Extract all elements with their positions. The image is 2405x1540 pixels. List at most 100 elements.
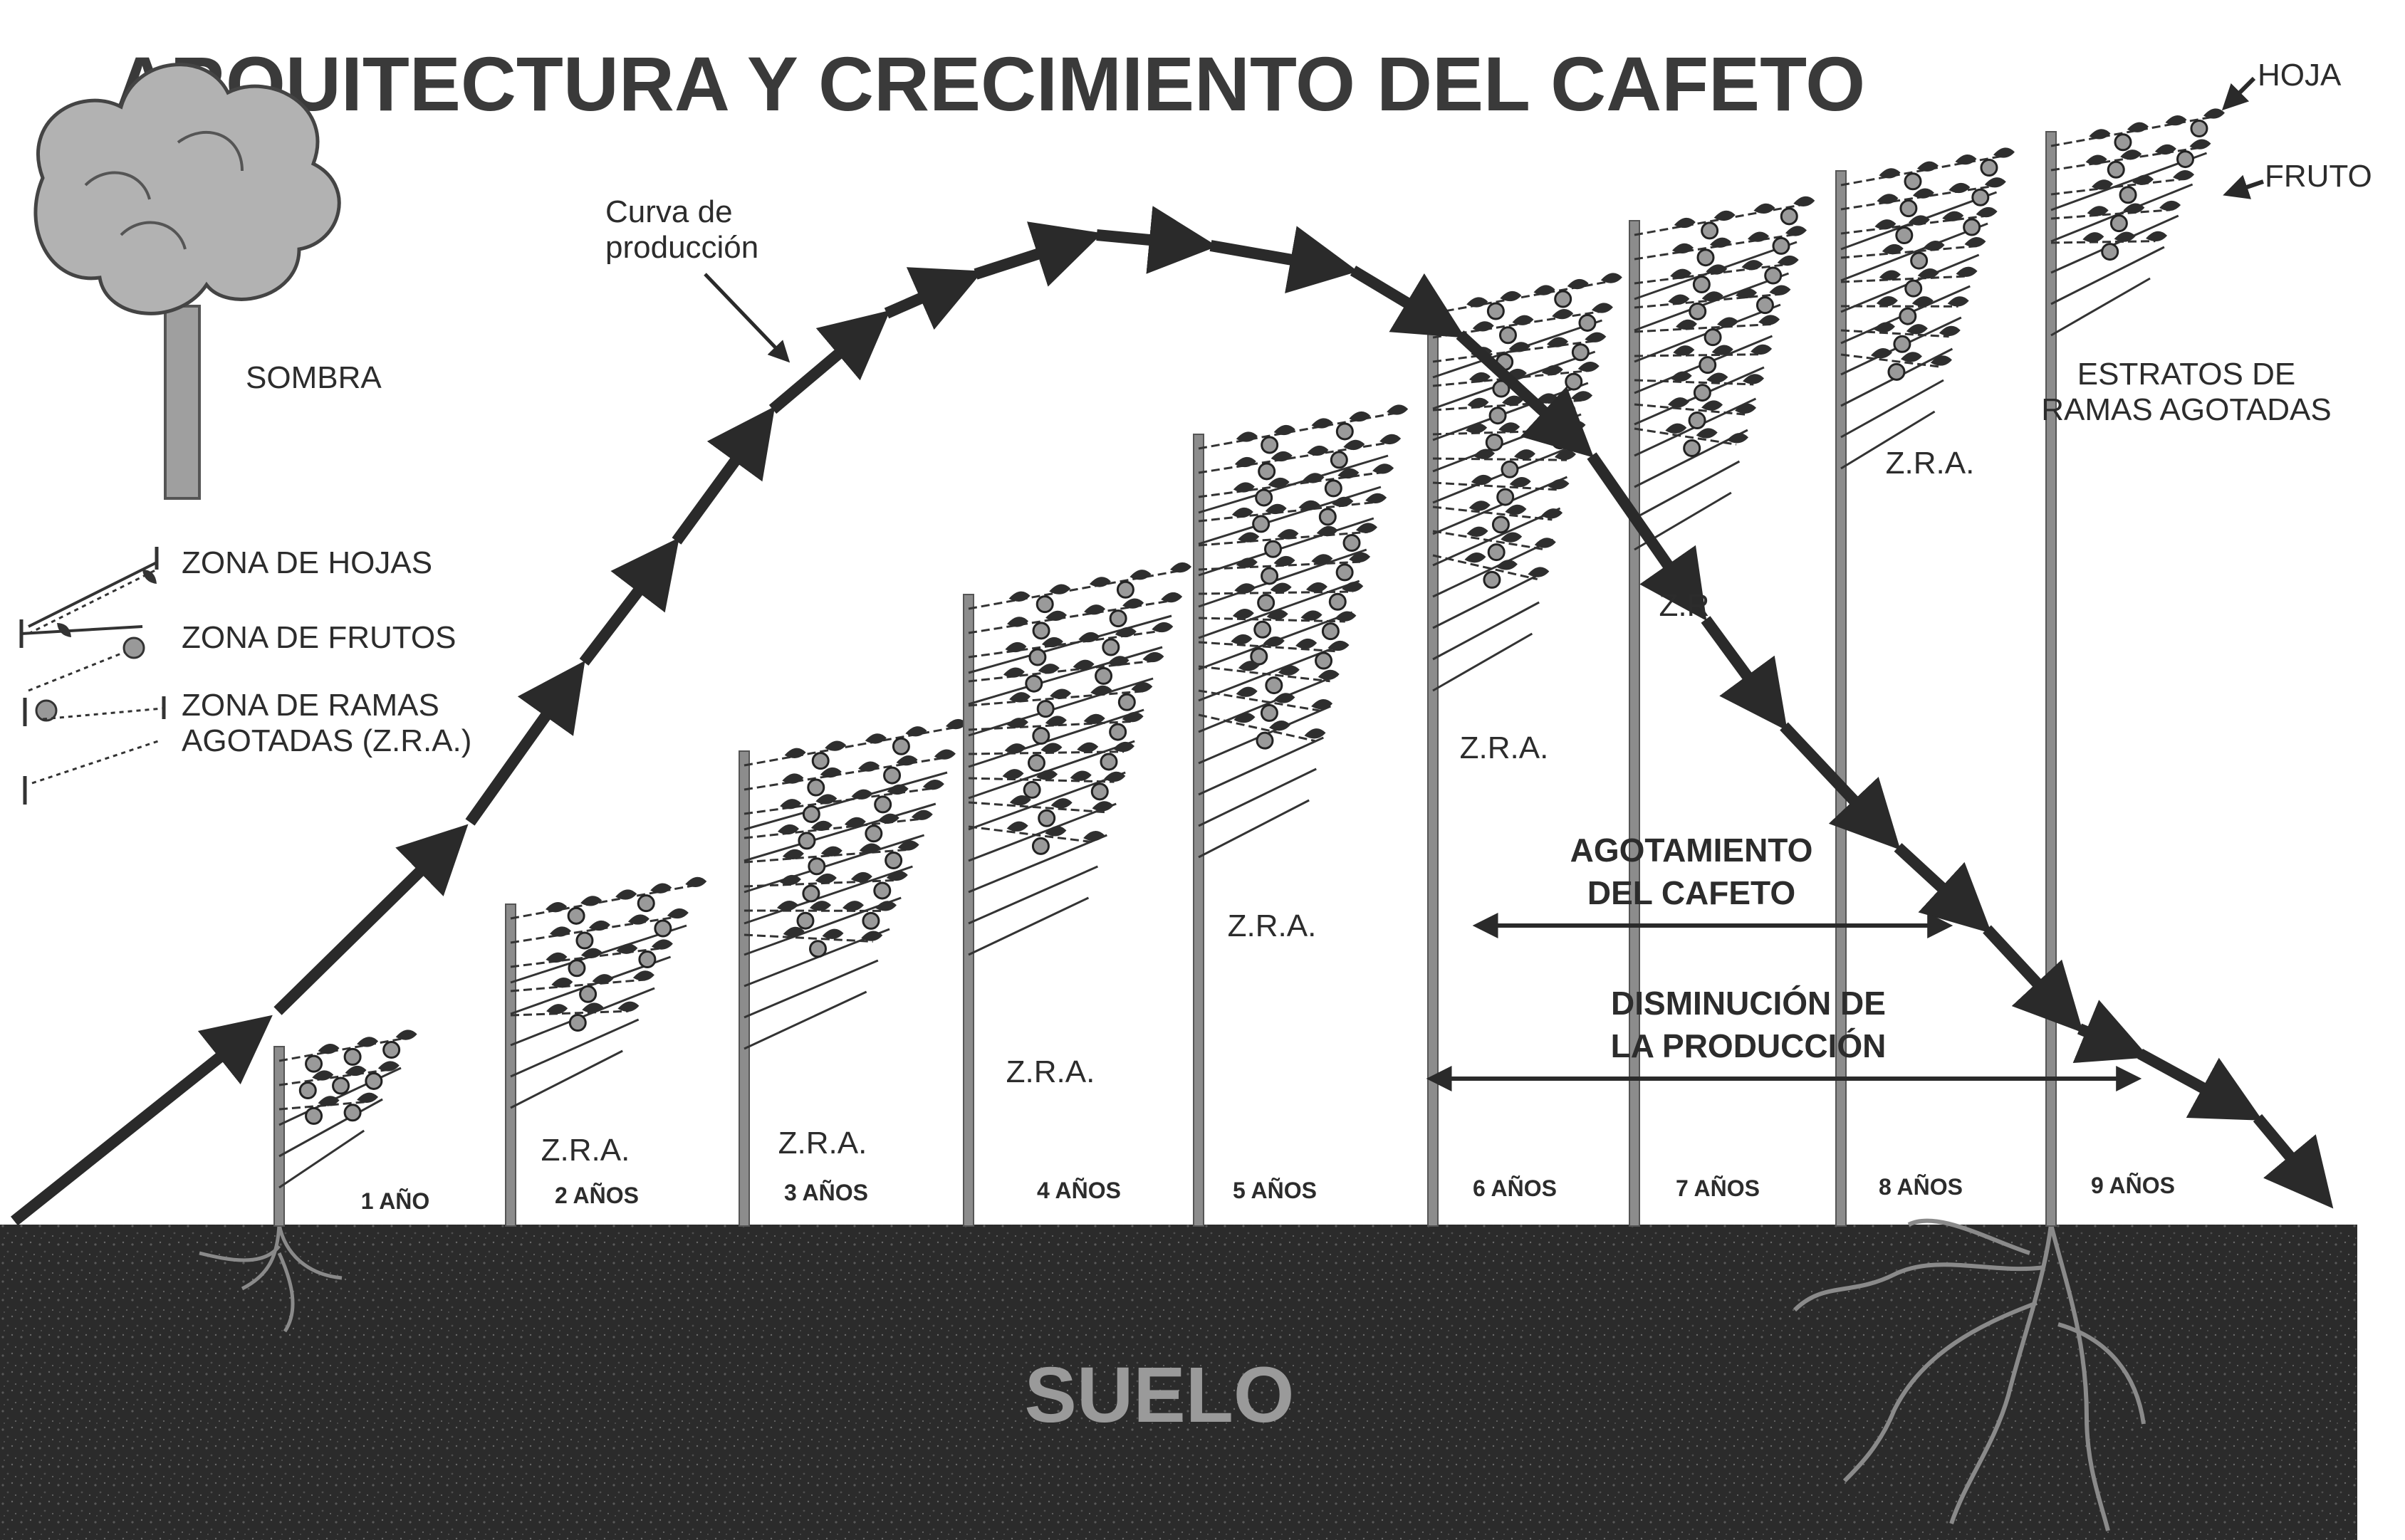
soil [0,1225,2357,1540]
leaf-icon [345,1065,367,1077]
leaf-icon [1882,243,1904,255]
fruit-icon [1100,753,1118,771]
leaf-icon [1122,711,1144,723]
branch [1198,674,1339,733]
leaf-icon [1793,196,1815,206]
leaf-icon [1170,562,1192,573]
leaf-icon [1673,345,1695,356]
fruit-icon [2176,150,2195,169]
curve-label-line2: producción [605,230,758,265]
year-label-2: 2 AÑOS [555,1183,639,1208]
fruit-icon [1501,460,1519,478]
leaf-icon [1004,743,1026,754]
leaf-icon [1298,500,1320,511]
leaf-icon [1577,361,1600,372]
branch [744,756,946,791]
fruit-icon [874,795,892,814]
coffee-plants [273,108,2225,1227]
branch [1634,353,1763,357]
leaf-icon [615,889,637,900]
fruit-icon [1116,580,1134,599]
leaf-icon [777,824,799,835]
fruit-icon [1904,279,1923,298]
leaf-icon [1049,584,1071,594]
leaf-icon [632,970,654,981]
fruit-icon [1893,335,1911,353]
leaf-icon [1777,255,1799,266]
branch [1634,272,1790,332]
leaf-icon [1753,203,1775,214]
leaf-icon [2120,150,2142,160]
leaf-icon [1668,397,1690,408]
curve-segment-arrow [1780,722,1901,850]
branch [968,677,1154,737]
leaf-icon [357,1092,379,1103]
leaf-icon [1870,348,1892,359]
fruit-icon [1689,302,1707,320]
leaf-icon [1512,315,1534,325]
leaf-icon [1908,215,1930,226]
leaf-icon [1948,182,1971,194]
leaf-icon [1502,395,1524,406]
fruit-icon [1257,594,1275,612]
branch [278,1098,383,1158]
leaf-icon [1984,177,2006,188]
leaf-icon [1311,698,1333,710]
coffee-plant [505,876,707,1227]
branch [510,1049,623,1109]
leaf-icon [1947,296,1969,307]
plant-stem [1193,434,1204,1227]
leaf-icon [582,1002,604,1013]
fruit-icon [1692,276,1711,294]
leaf-icon [1234,583,1256,594]
curve-segment-arrow [579,537,679,666]
leaf-icon [616,943,638,954]
leaf-icon [1271,451,1293,462]
leaf-icon [1917,268,1939,279]
fruit-icon [1571,343,1590,362]
fruit-icon [579,985,598,1003]
leaf-icon [1232,609,1254,619]
leaf-icon [782,849,804,860]
fruit-icon [1498,326,1517,345]
coffee-plant [1629,196,1815,1227]
leaf-icon [2154,144,2176,155]
fruit-icon [1699,356,1717,374]
leaf-icon [1003,667,1025,678]
leaf-icon [1238,661,1260,671]
leaf-icon [2173,169,2195,181]
leaf-icon [1877,194,1899,204]
branch [278,1067,402,1126]
leaf-icon [1466,526,1488,537]
leaf-icon [1670,268,1692,279]
branch [1840,410,1936,470]
fruit-icon [1971,188,1990,206]
branch [968,777,1115,783]
leaf-icon [1379,434,1402,445]
leaf-icon [1104,771,1126,782]
curve-segment-arrow [1701,616,1788,731]
curve-segment-arrow [465,660,585,826]
leaf-callout-label: HOJA [2258,58,2342,93]
fruit-icon [1315,651,1333,670]
leaf-icon [1505,504,1527,515]
year-label-9: 9 AÑOS [2091,1173,2175,1198]
fruit-icon [802,805,820,823]
branch [1198,580,1360,639]
fruit-icon [1330,451,1348,469]
leaf-icon [1077,742,1099,753]
leaf-icon [627,914,649,925]
leaf-icon [820,767,842,778]
leaf-icon [685,876,707,888]
fruit-icon [1899,199,1918,218]
curve-segment-arrow [1096,206,1218,274]
leaf-icon [1130,570,1152,580]
leaf-icon [2203,108,2225,119]
leaf-icon [1879,168,1901,179]
leaf-icon [1785,226,1807,236]
leaf-icon [1735,403,1757,414]
leaf-icon [1468,372,1491,383]
leaf-icon [850,871,872,883]
legend-fruits-label: ZONA DE FRUTOS [182,620,456,655]
leaf-icon [2159,200,2181,211]
